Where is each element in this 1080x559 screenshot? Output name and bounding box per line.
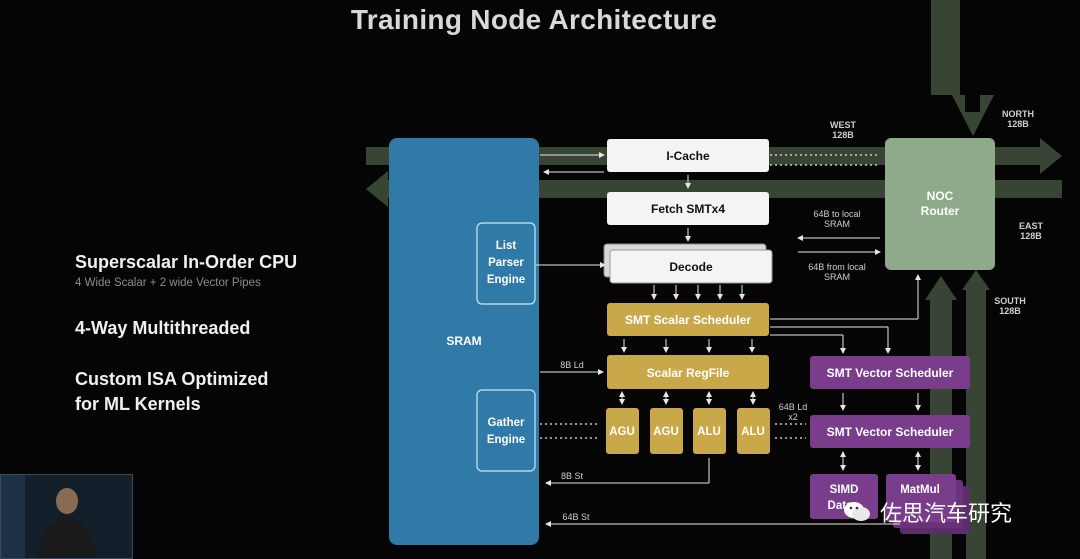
bullet-superscalar-sub: 4 Wide Scalar + 2 wide Vector Pipes (75, 277, 261, 289)
watermark-text: 佐思汽车研究 (880, 502, 1013, 527)
scalar-scheduler-block (607, 303, 769, 336)
svg-text:MatMul: MatMul (900, 484, 940, 496)
watermark: 佐思汽车研究 (842, 497, 1012, 527)
svg-text:I-Cache: I-Cache (666, 149, 710, 163)
svg-text:Router: Router (921, 204, 960, 218)
bullet-custom-isa: Custom ISA Optimized (75, 369, 269, 389)
svg-text:64B to local: 64B to local (813, 209, 860, 219)
alu-block-2 (737, 408, 770, 454)
svg-text:x2: x2 (788, 412, 798, 422)
svg-text:SOUTH: SOUTH (994, 296, 1026, 306)
svg-text:ALU: ALU (741, 426, 765, 438)
svg-text:List: List (496, 240, 517, 252)
svg-text:64B Ld: 64B Ld (779, 402, 808, 412)
svg-text:SRAM: SRAM (824, 272, 850, 282)
svg-text:Scalar RegFile: Scalar RegFile (647, 366, 730, 380)
svg-text:EAST: EAST (1019, 221, 1044, 231)
agu-block-2 (650, 408, 683, 454)
agu-block-1 (606, 408, 639, 454)
list-parser-engine (476, 222, 536, 305)
scalar-regfile-block (607, 355, 769, 389)
gather-engine (476, 389, 536, 472)
matmul-block (886, 474, 956, 522)
svg-text:WEST: WEST (830, 120, 857, 130)
svg-text:NORTH: NORTH (1002, 109, 1034, 119)
svg-text:Engine: Engine (487, 434, 525, 446)
svg-text:8B St: 8B St (561, 471, 584, 481)
noc-router-block (885, 138, 995, 270)
svg-text:SRAM: SRAM (824, 219, 850, 229)
alu-block-1 (693, 408, 726, 454)
svg-text:SMT Vector Scheduler: SMT Vector Scheduler (827, 425, 954, 439)
decode-block (609, 249, 773, 284)
svg-text:SMT Scalar Scheduler: SMT Scalar Scheduler (625, 313, 751, 327)
page-title: Training Node Architecture (350, 4, 718, 35)
dotted-connectors (540, 154, 880, 439)
connectors (536, 152, 921, 527)
svg-text:ALU: ALU (697, 426, 721, 438)
svg-text:8B Ld: 8B Ld (560, 360, 584, 370)
svg-text:Gather: Gather (487, 417, 525, 429)
svg-text:NOC: NOC (927, 189, 954, 203)
bullet-superscalar: Superscalar In-Order CPU (75, 252, 298, 272)
sram-label: SRAM (446, 334, 481, 348)
svg-text:64B from local: 64B from local (808, 262, 866, 272)
svg-text:AGU: AGU (609, 426, 635, 438)
bullet-multithreaded: 4-Way Multithreaded (75, 318, 251, 338)
wechat-icon (844, 502, 870, 521)
svg-text:Decode: Decode (669, 260, 713, 274)
svg-text:Parser: Parser (488, 257, 524, 269)
svg-text:AGU: AGU (653, 426, 679, 438)
svg-text:64B St: 64B St (562, 512, 590, 522)
speaker-video-thumbnail (0, 474, 133, 559)
svg-text:Engine: Engine (487, 274, 525, 286)
vector-scheduler-block-2 (810, 415, 970, 448)
svg-text:Fetch SMTx4: Fetch SMTx4 (651, 202, 725, 216)
icache-block (607, 139, 769, 172)
north-bus-arrow (931, 0, 960, 95)
bullet-custom-isa-line2: for ML Kernels (75, 394, 201, 414)
svg-text:SMT Vector Scheduler: SMT Vector Scheduler (827, 366, 954, 380)
svg-text:128B: 128B (999, 306, 1021, 316)
vector-scheduler-block-1 (810, 356, 970, 389)
svg-text:128B: 128B (832, 130, 854, 140)
fetch-block (607, 192, 769, 225)
svg-text:128B: 128B (1007, 119, 1029, 129)
svg-text:SIMD: SIMD (830, 484, 859, 496)
svg-text:128B: 128B (1020, 231, 1042, 241)
